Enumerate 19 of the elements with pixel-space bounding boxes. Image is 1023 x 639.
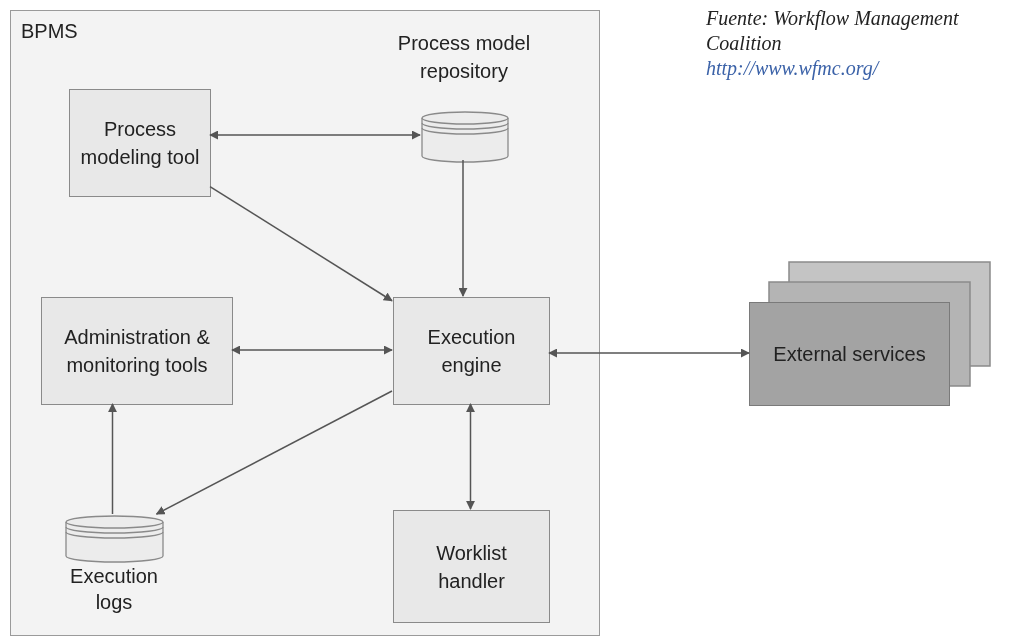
arrow bbox=[231, 345, 393, 355]
process-box: Execution engine bbox=[393, 297, 550, 405]
process-box: Administration & monitoring tools bbox=[41, 297, 233, 405]
arrow bbox=[466, 403, 475, 510]
source-note: Fuente: Workflow Management Coalition bbox=[706, 6, 960, 56]
arrow bbox=[155, 390, 393, 515]
process-box: Process modeling tool bbox=[69, 89, 211, 197]
system-boundary bbox=[10, 10, 600, 636]
group-title: BPMS bbox=[21, 19, 78, 44]
process-box: Worklist handler bbox=[393, 510, 550, 623]
arrow bbox=[458, 159, 468, 297]
process-box: External services bbox=[749, 302, 950, 406]
store-label: Execution logs bbox=[69, 564, 159, 615]
arrow bbox=[209, 185, 393, 302]
arrow bbox=[209, 130, 421, 140]
arrow bbox=[108, 403, 117, 515]
store-label: Process model repository bbox=[396, 31, 532, 84]
source-link: http://www.wfmc.org/ bbox=[706, 57, 879, 79]
arrow bbox=[548, 348, 750, 358]
